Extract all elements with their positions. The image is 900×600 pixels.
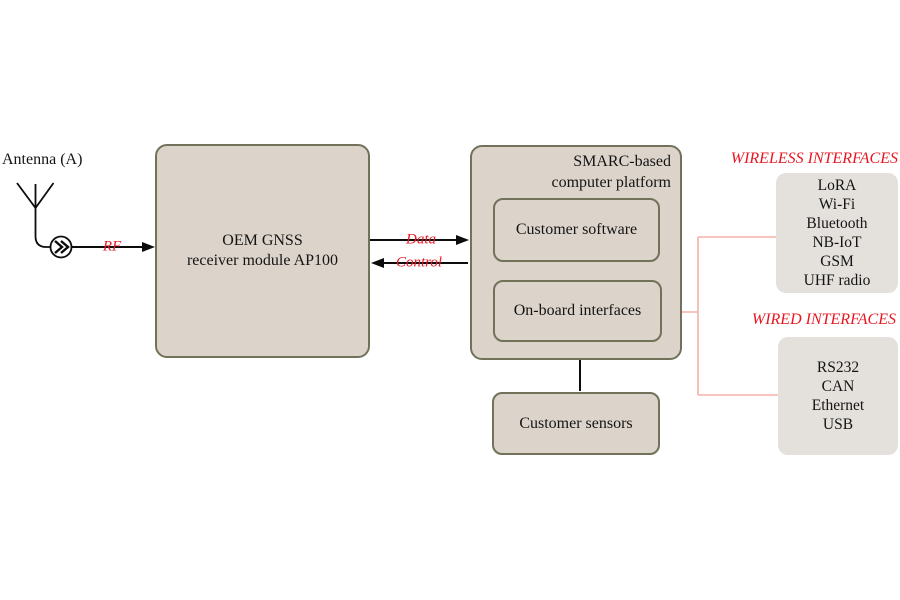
customer-software-box: Customer software — [493, 198, 660, 262]
onboard-interfaces-label: On-board interfaces — [513, 302, 642, 319]
interface-item: Bluetooth — [806, 215, 868, 232]
smarc-title-line1: SMARC-based — [573, 153, 671, 170]
wired-interfaces-title: WIRED INTERFACES — [751, 311, 896, 328]
customer-sensors-label: Customer sensors — [519, 414, 633, 432]
control-label: Control — [395, 254, 443, 271]
interface-item: Ethernet — [811, 397, 865, 414]
interface-item: UHF radio — [803, 272, 871, 289]
wireless-interfaces-title: WIRELESS INTERFACES — [730, 150, 898, 167]
interface-item: CAN — [821, 378, 855, 395]
interface-item: Wi-Fi — [818, 196, 856, 213]
customer-sensors-box: Customer sensors — [492, 392, 660, 455]
antenna-label: Antenna (A) — [2, 151, 83, 168]
interface-item: GSM — [820, 253, 854, 270]
oem-gnss-box: OEM GNSS receiver module AP100 — [155, 144, 370, 358]
oem-gnss-line1: OEM GNSS — [222, 232, 303, 249]
oem-gnss-line2: receiver module AP100 — [186, 252, 339, 269]
antenna-icon — [16, 182, 73, 259]
interface-item: USB — [822, 416, 854, 433]
smarc-title-line2: computer platform — [551, 173, 671, 191]
customer-software-label: Customer software — [515, 221, 638, 238]
smarc-platform-title: SMARC-based computer platform — [551, 152, 671, 194]
onboard-interfaces-box: On-board interfaces — [493, 280, 662, 342]
interface-item: LoRA — [817, 177, 857, 194]
interface-item: RS232 — [816, 359, 860, 376]
data-label: Data — [406, 231, 436, 248]
rf-label: RF — [102, 238, 122, 255]
interface-item: NB-IoT — [812, 234, 862, 251]
